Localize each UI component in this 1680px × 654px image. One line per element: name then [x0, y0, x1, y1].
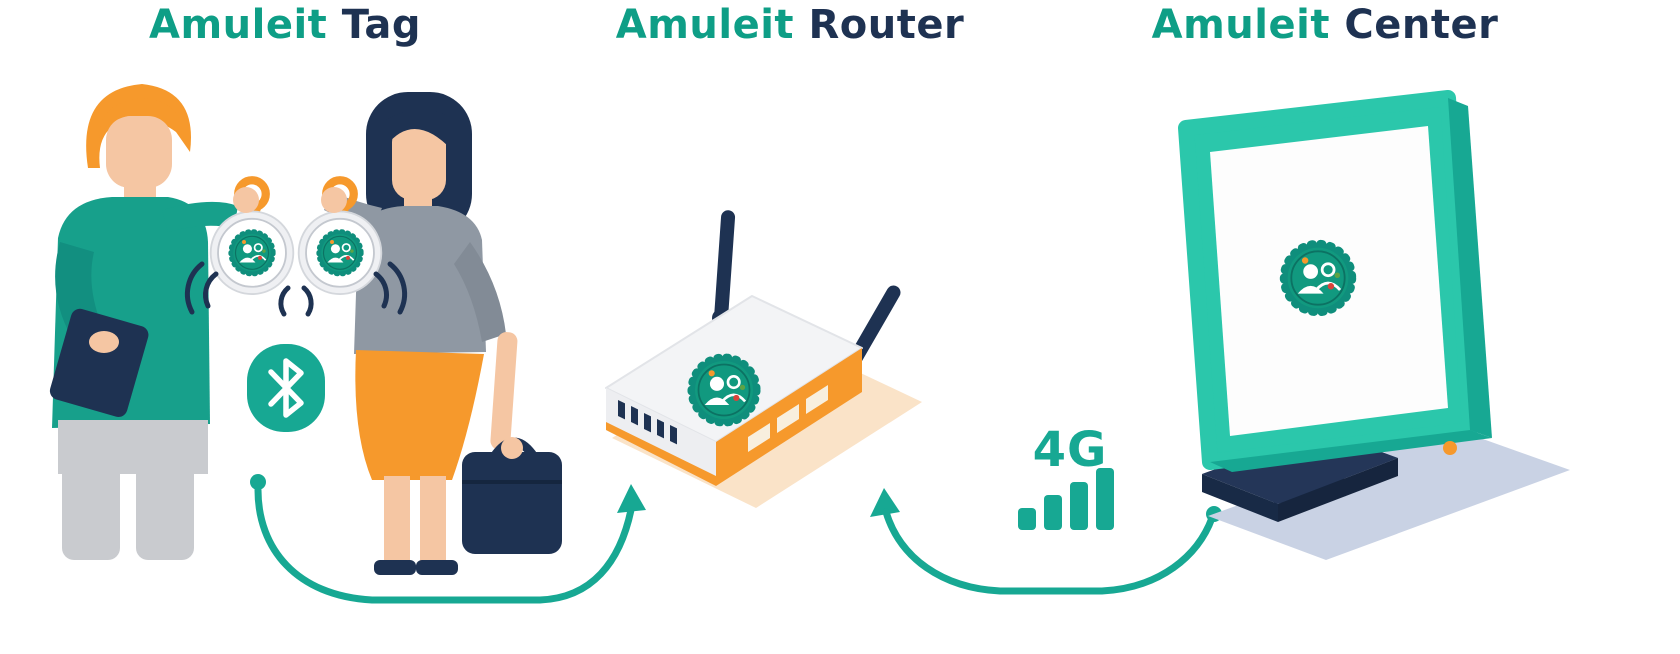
bluetooth-icon	[247, 344, 325, 432]
monitor-power-led	[1443, 441, 1457, 455]
man-tablet	[49, 308, 149, 417]
product-text: Tag	[341, 2, 421, 48]
signal-bars-icon	[1018, 468, 1128, 530]
tag-section-illustration	[49, 84, 562, 575]
signal-bar	[1070, 482, 1088, 530]
man-face	[106, 116, 172, 188]
router-antenna-left	[714, 210, 736, 323]
router-vents	[618, 400, 677, 445]
woman-top	[354, 206, 486, 354]
woman-leg-right	[420, 476, 446, 566]
router-ports	[748, 385, 828, 452]
cellular-4g-label: 4G	[1032, 422, 1108, 478]
router-illustration	[605, 210, 922, 508]
tag-signal-waves	[184, 261, 408, 317]
woman-arm-down	[454, 242, 506, 342]
woman-leg-left	[384, 476, 410, 566]
brand-text: Amuleit	[1151, 2, 1330, 48]
woman-face	[392, 122, 446, 200]
product-text: Center	[1344, 2, 1499, 48]
person-woman	[324, 92, 562, 575]
monitor-depth-bottom	[1210, 430, 1492, 472]
router-left-face-rim	[606, 422, 716, 486]
monitor-stand-base-side	[1278, 458, 1398, 522]
router-logo-badge	[691, 357, 756, 422]
brand-text: Amuleit	[149, 2, 328, 48]
woman-hand-on-handle	[501, 437, 523, 459]
person-man	[49, 84, 238, 560]
monitor-depth-right	[1448, 98, 1492, 438]
woman-hand	[321, 187, 347, 213]
briefcase	[462, 452, 562, 554]
woman-forearm	[490, 332, 518, 450]
man-hand	[233, 187, 259, 213]
connector-tag-router	[250, 474, 646, 604]
signal-bar	[1018, 508, 1036, 530]
connector-arrowhead	[617, 484, 646, 513]
section-title-router: Amuleit Router	[530, 2, 1050, 48]
woman-hair-fringe	[386, 109, 452, 150]
man-leg-left	[62, 460, 120, 560]
woman-skirt	[355, 350, 484, 480]
woman-shoe-right	[416, 560, 458, 575]
connector-arrowhead	[870, 488, 900, 517]
monitor-illustration	[1178, 90, 1570, 560]
man-arm-raised	[162, 201, 238, 232]
brand-text: Amuleit	[615, 2, 795, 48]
monitor-shadow	[1208, 428, 1570, 560]
signal-bar	[1096, 468, 1114, 530]
signal-bar	[1044, 495, 1062, 530]
connector-start-dot	[250, 474, 266, 490]
woman-shoe-left	[374, 560, 416, 575]
man-leg-right	[136, 460, 194, 560]
monitor-logo-badge	[1284, 244, 1352, 312]
section-title-tag: Amuleit Tag	[25, 2, 545, 48]
man-hair-front	[99, 98, 182, 140]
product-text: Router	[808, 2, 965, 48]
section-title-center: Amuleit Center	[1065, 2, 1585, 48]
monitor-stand-base-front	[1202, 474, 1278, 522]
man-neck	[124, 180, 156, 202]
man-hand-on-tablet	[89, 331, 119, 353]
